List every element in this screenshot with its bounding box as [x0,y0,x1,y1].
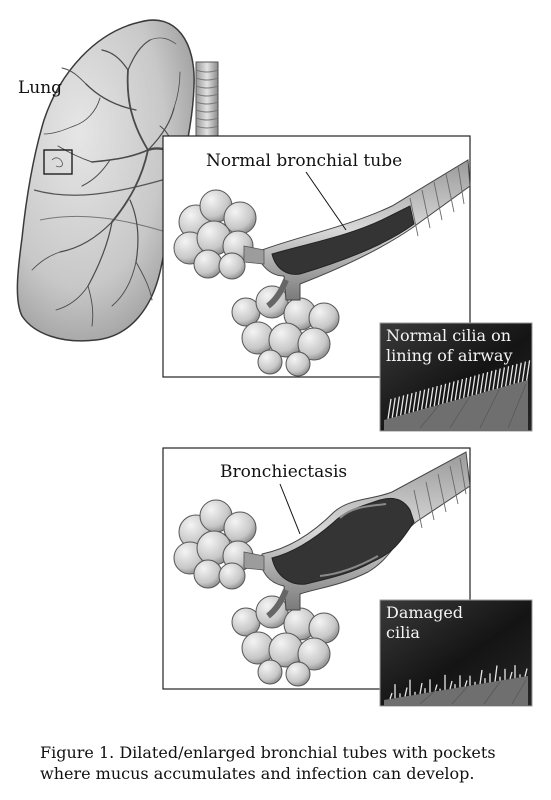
cilium [525,360,531,381]
cilium [479,373,485,394]
damaged-cilium [479,669,483,685]
normal-tube-pointer [305,171,347,231]
lung-label: Lung [18,78,63,98]
cilium [454,380,459,401]
normal-cilia-inset [379,322,533,432]
cilium [450,381,455,402]
cilium [509,364,514,386]
cilium [517,362,522,383]
cilium [496,368,501,389]
damaged-cilium [464,680,468,687]
damaged-cilium [419,682,423,695]
cilium [446,382,451,403]
cilium [441,383,447,404]
cilium [488,370,493,391]
cilium [500,367,506,388]
lung-body [16,19,195,342]
alveoli-cluster-upper-bottom [231,285,340,377]
damaged-cilium [404,687,408,697]
alveoli-cluster-lower-bottom [231,595,340,687]
bronchiectasis-pointer [279,483,301,535]
cilium [399,395,405,416]
cilium [471,375,476,396]
cilium [467,376,472,397]
cilium [395,396,401,417]
cilium [492,369,497,390]
cilium [412,391,417,412]
figure-caption: Figure 1. Dilated/enlarged bronchial tub… [40,743,496,783]
bronchiectasis-label: Bronchiectasis [220,462,348,482]
cilium [475,374,480,395]
damaged-cilium [389,692,393,700]
cilium [521,361,527,382]
cilium [408,392,413,414]
cilium [458,378,464,400]
cilium [404,394,409,415]
cilium [437,384,443,405]
normal-bronchial-tube [243,159,471,309]
damaged-cilia-label: Damaged cilia [386,603,464,642]
damaged-cilium [509,671,513,680]
damaged-cilium [449,680,453,690]
damaged-cilia-inset [379,599,533,707]
normal-panel [162,135,533,432]
bronchiectasis-panel [162,447,533,707]
cilium [387,398,392,419]
normal-cilia-label: Normal cilia on lining of airway [386,326,513,365]
cilium [391,397,396,418]
damaged-cilium [524,668,528,677]
damaged-cilium [494,665,498,682]
cilium [425,388,430,409]
cilium [416,390,422,411]
cilium [429,387,434,408]
cilium [483,371,489,393]
zoom-marker [43,149,73,175]
dilated-bronchial-tube [243,451,471,619]
cilium [513,363,518,384]
cilium [462,377,468,398]
cilium [504,366,510,387]
cilium [433,385,438,407]
normal-tube-label: Normal bronchial tube [206,151,403,171]
cilium [420,389,426,410]
